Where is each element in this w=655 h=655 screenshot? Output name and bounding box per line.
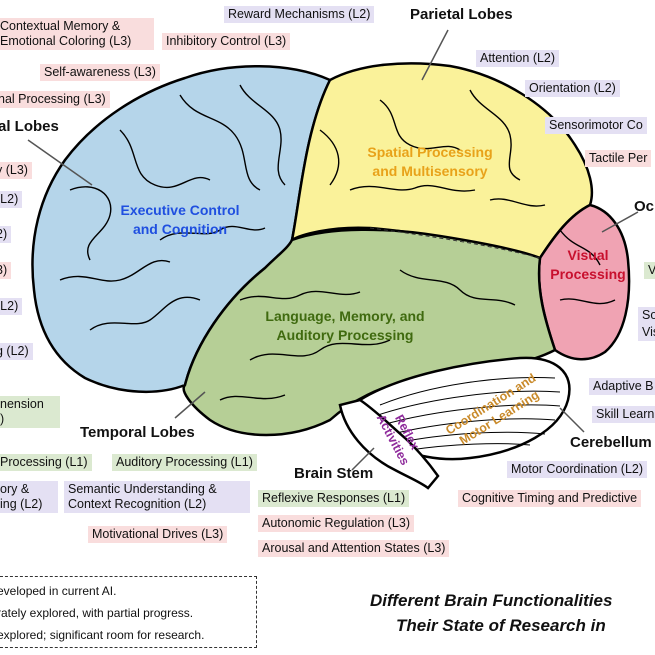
label-skill-learning: Skill Learn — [592, 406, 655, 423]
label-frag-l2a: (L2) — [0, 191, 23, 208]
cerebellum-folds — [377, 377, 561, 451]
region-occipital-line1: Visual — [567, 247, 609, 263]
label-cognitive-timing: Cognitive Timing and Predictive — [458, 490, 642, 507]
label-semantic-line2: Context Recognition (L2) — [68, 497, 207, 511]
label-prehension-line1: nension — [0, 397, 44, 411]
region-temporal-line2: Auditory Processing — [276, 327, 414, 343]
lobe-label-occipital: Oc — [634, 198, 655, 215]
label-frag-y3: y (L3) — [0, 162, 32, 179]
title-line-2: Their State of Research in — [396, 616, 606, 635]
label-autonomic-regulation: Autonomic Regulation (L3) — [258, 515, 414, 532]
label-motor-coordination: Motor Coordination (L2) — [507, 461, 648, 478]
legend-box: eveloped in current AI. rately explored,… — [0, 576, 257, 648]
label-contextual-memory: Contextual Memory & Emotional Coloring (… — [0, 18, 154, 50]
label-frag-2a: 2) — [0, 226, 12, 243]
label-adaptive: Adaptive B — [589, 378, 655, 395]
label-arousal-attention: Arousal and Attention States (L3) — [258, 540, 450, 557]
label-frag-g2: g (L2) — [0, 343, 33, 360]
label-semantic-understanding: Semantic Understanding & Context Recogni… — [64, 481, 250, 513]
label-semantic-line1: Semantic Understanding & — [68, 482, 217, 496]
label-occ-v: V — [644, 262, 655, 279]
region-frontal-line2: and Cognition — [132, 221, 228, 237]
parietal-temporal-boundary — [369, 227, 541, 259]
region-parietal-line2: and Multisensory — [372, 163, 488, 179]
label-reflexive-responses: Reflexive Responses (L1) — [258, 490, 410, 507]
label-processing-l1: Processing (L1) — [0, 454, 92, 471]
label-auditory-processing: Auditory Processing (L1) — [112, 454, 257, 471]
label-motivational-drives: Motivational Drives (L3) — [88, 526, 228, 543]
region-frontal: Executive Control and Cognition — [100, 201, 260, 239]
label-reward-mechanisms: Reward Mechanisms (L2) — [224, 6, 375, 23]
region-occipital-line2: Processing — [550, 266, 626, 282]
label-ory-line1: ory & — [0, 482, 30, 496]
legend-line-1: eveloped in current AI. — [0, 584, 117, 598]
region-parietal-line1: Spatial Processing — [367, 144, 493, 160]
region-temporal: Language, Memory, and Auditory Processin… — [240, 307, 450, 345]
title-line-1: Different Brain Functionalities — [370, 591, 613, 610]
label-ory: ory & ing (L2) — [0, 481, 58, 513]
label-tactile: Tactile Per — [585, 150, 652, 167]
occipital-lobe-shape — [537, 203, 631, 361]
label-nal-processing: nal Processing (L3) — [0, 91, 110, 108]
label-frag-l2b: (L2) — [0, 298, 23, 315]
region-temporal-line1: Language, Memory, and — [265, 308, 425, 324]
region-parietal: Spatial Processing and Multisensory — [350, 143, 510, 181]
label-occ-vis: Vis — [638, 324, 655, 341]
label-frag-3: 3) — [0, 262, 12, 279]
label-contextual-memory-line1: Contextual Memory & — [0, 19, 121, 33]
legend-line-3: explored; significant room for research. — [0, 628, 205, 642]
legend-line-2: rately explored, with partial progress. — [0, 606, 194, 620]
label-occ-so: So — [638, 307, 655, 324]
lobe-label-brainstem: Brain Stem — [294, 465, 374, 482]
region-frontal-line1: Executive Control — [120, 202, 240, 218]
lobe-label-frontal: al Lobes — [0, 118, 59, 135]
label-prehension: nension ) — [0, 396, 60, 428]
label-prehension-line2: ) — [0, 412, 5, 426]
leader-lines — [27, 29, 639, 471]
region-occipital: Visual Processing — [538, 246, 638, 284]
lobe-label-parietal: Parietal Lobes — [410, 6, 513, 23]
gyri-lines — [59, 84, 616, 401]
label-self-awareness: Self-awareness (L3) — [40, 64, 160, 81]
label-ory-line2: ing (L2) — [0, 497, 43, 511]
label-sensorimotor: Sensorimotor Co — [545, 117, 647, 134]
brainstem-shape — [338, 398, 440, 490]
label-inhibitory-control: Inhibitory Control (L3) — [162, 33, 291, 50]
label-attention: Attention (L2) — [476, 50, 560, 67]
lobe-label-cerebellum: Cerebellum — [570, 434, 652, 451]
label-contextual-memory-line2: Emotional Coloring (L3) — [0, 34, 132, 48]
lobe-label-temporal: Temporal Lobes — [80, 424, 195, 441]
label-orientation: Orientation (L2) — [525, 80, 620, 97]
